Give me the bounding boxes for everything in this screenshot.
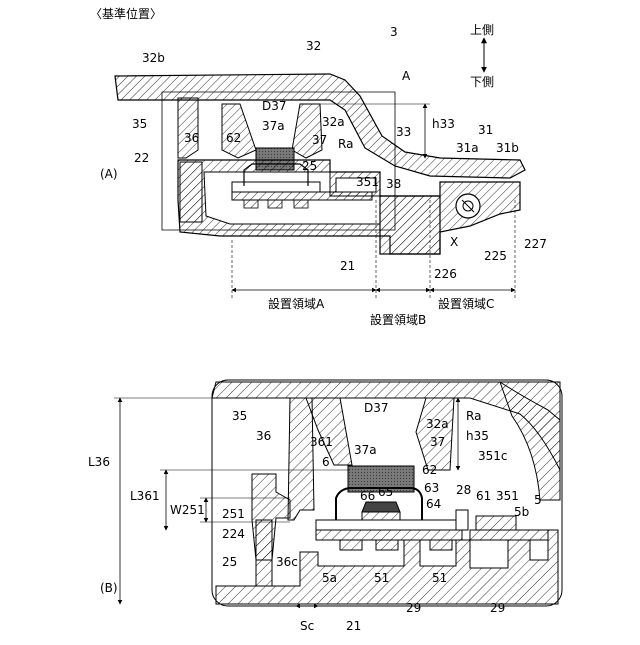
label-64: 64: [426, 497, 441, 511]
label-35-b: 35: [232, 409, 247, 423]
label-63: 63: [424, 481, 439, 495]
label-6: 6: [322, 455, 330, 469]
pin-51-a: [340, 540, 362, 550]
label-up: 上側: [470, 23, 494, 37]
label-33: 33: [396, 125, 411, 139]
label-L36: L36: [88, 455, 110, 469]
view-a: 上側 下側 (A) 32b 32 3 A 35 36 62 D37 37a 32…: [100, 23, 547, 327]
label-31b: 31b: [496, 141, 519, 155]
label-62-b: 62: [422, 463, 437, 477]
label-226: 226: [434, 267, 457, 281]
label-66: 66: [360, 489, 375, 503]
label-region-a: 設置領域A: [268, 296, 325, 311]
label-5b: 5b: [514, 505, 529, 519]
label-251: 251: [222, 507, 245, 521]
label-351-b: 351: [496, 489, 519, 503]
board-5-right: [470, 530, 548, 540]
label-25: 25: [302, 159, 317, 173]
board-lower: [232, 192, 372, 200]
label-3: 3: [390, 25, 398, 39]
label-29-a: 29: [406, 601, 421, 615]
label-227: 227: [524, 237, 547, 251]
label-36c: 36c: [276, 555, 298, 569]
label-W251: W251: [170, 503, 205, 517]
label-38: 38: [386, 177, 401, 191]
pin-51-c: [430, 540, 452, 550]
pin-a2: [268, 200, 282, 208]
label-29-b: 29: [490, 601, 505, 615]
label-225: 225: [484, 249, 507, 263]
label-36-b: 36: [256, 429, 271, 443]
label-37a: 37a: [262, 119, 285, 133]
label-224: 224: [222, 527, 245, 541]
label-X: X: [450, 235, 458, 249]
label-32a-b: 32a: [426, 417, 449, 431]
label-28: 28: [456, 483, 471, 497]
post-36: [178, 98, 198, 158]
label-35: 35: [132, 117, 147, 131]
label-21: 21: [340, 259, 355, 273]
pin-a3: [294, 200, 308, 208]
post-36-b: [288, 398, 314, 520]
label-D37-b: D37: [364, 401, 389, 415]
element-65: [362, 502, 400, 512]
label-37a-b: 37a: [354, 443, 377, 457]
label-32: 32: [306, 39, 321, 53]
label-32a: 32a: [322, 115, 345, 129]
label-51-a: 51: [374, 571, 389, 585]
label-32b: 32b: [142, 51, 165, 65]
switch-61: [476, 516, 516, 530]
label-51-b: 51: [432, 571, 447, 585]
block-b: [380, 196, 440, 254]
post-37-right: [292, 104, 322, 158]
label-Ra: Ra: [338, 137, 353, 151]
right-curve: [500, 382, 560, 500]
board-upper: [232, 182, 320, 192]
reference-position-title: 〈基準位置〉: [90, 6, 162, 21]
part-22: [180, 162, 202, 222]
label-Ra-b: Ra: [466, 409, 481, 423]
post-37-right-b: [416, 398, 454, 470]
label-Sc: Sc: [300, 619, 314, 633]
label-36: 36: [184, 131, 199, 145]
label-A: A: [402, 69, 411, 83]
pin-a1: [244, 200, 258, 208]
view-b: (B) L36 L361 W251 35 36 D37 32a Ra h35 3…: [88, 380, 562, 633]
label-25-b: 25: [222, 555, 237, 569]
label-D37: D37: [262, 99, 287, 113]
label-21-b: 21: [346, 619, 361, 633]
label-351c: 351c: [478, 449, 508, 463]
view-a-tag: (A): [100, 167, 118, 181]
label-31: 31: [478, 123, 493, 137]
label-5a: 5a: [322, 571, 337, 585]
label-down: 下側: [470, 75, 494, 89]
label-22: 22: [134, 151, 149, 165]
label-31a: 31a: [456, 141, 479, 155]
label-L361: L361: [130, 489, 160, 503]
label-h35: h35: [466, 429, 489, 443]
label-65: 65: [378, 485, 393, 499]
label-37-b: 37: [430, 435, 445, 449]
label-5: 5: [534, 493, 542, 507]
wall-224: [256, 520, 272, 586]
label-361: 361: [310, 435, 333, 449]
pin-51-b: [376, 540, 398, 550]
label-h33: h33: [432, 117, 455, 131]
board-5-left: [316, 530, 462, 540]
label-62: 62: [226, 131, 241, 145]
label-61: 61: [476, 489, 491, 503]
view-b-tag: (B): [100, 581, 118, 595]
label-region-b: 設置領域B: [370, 312, 426, 327]
label-37: 37: [312, 133, 327, 147]
label-351: 351: [356, 175, 379, 189]
switch-351-b: [316, 520, 462, 530]
label-region-c: 設置領域C: [438, 296, 494, 311]
pin-28: [456, 510, 468, 530]
